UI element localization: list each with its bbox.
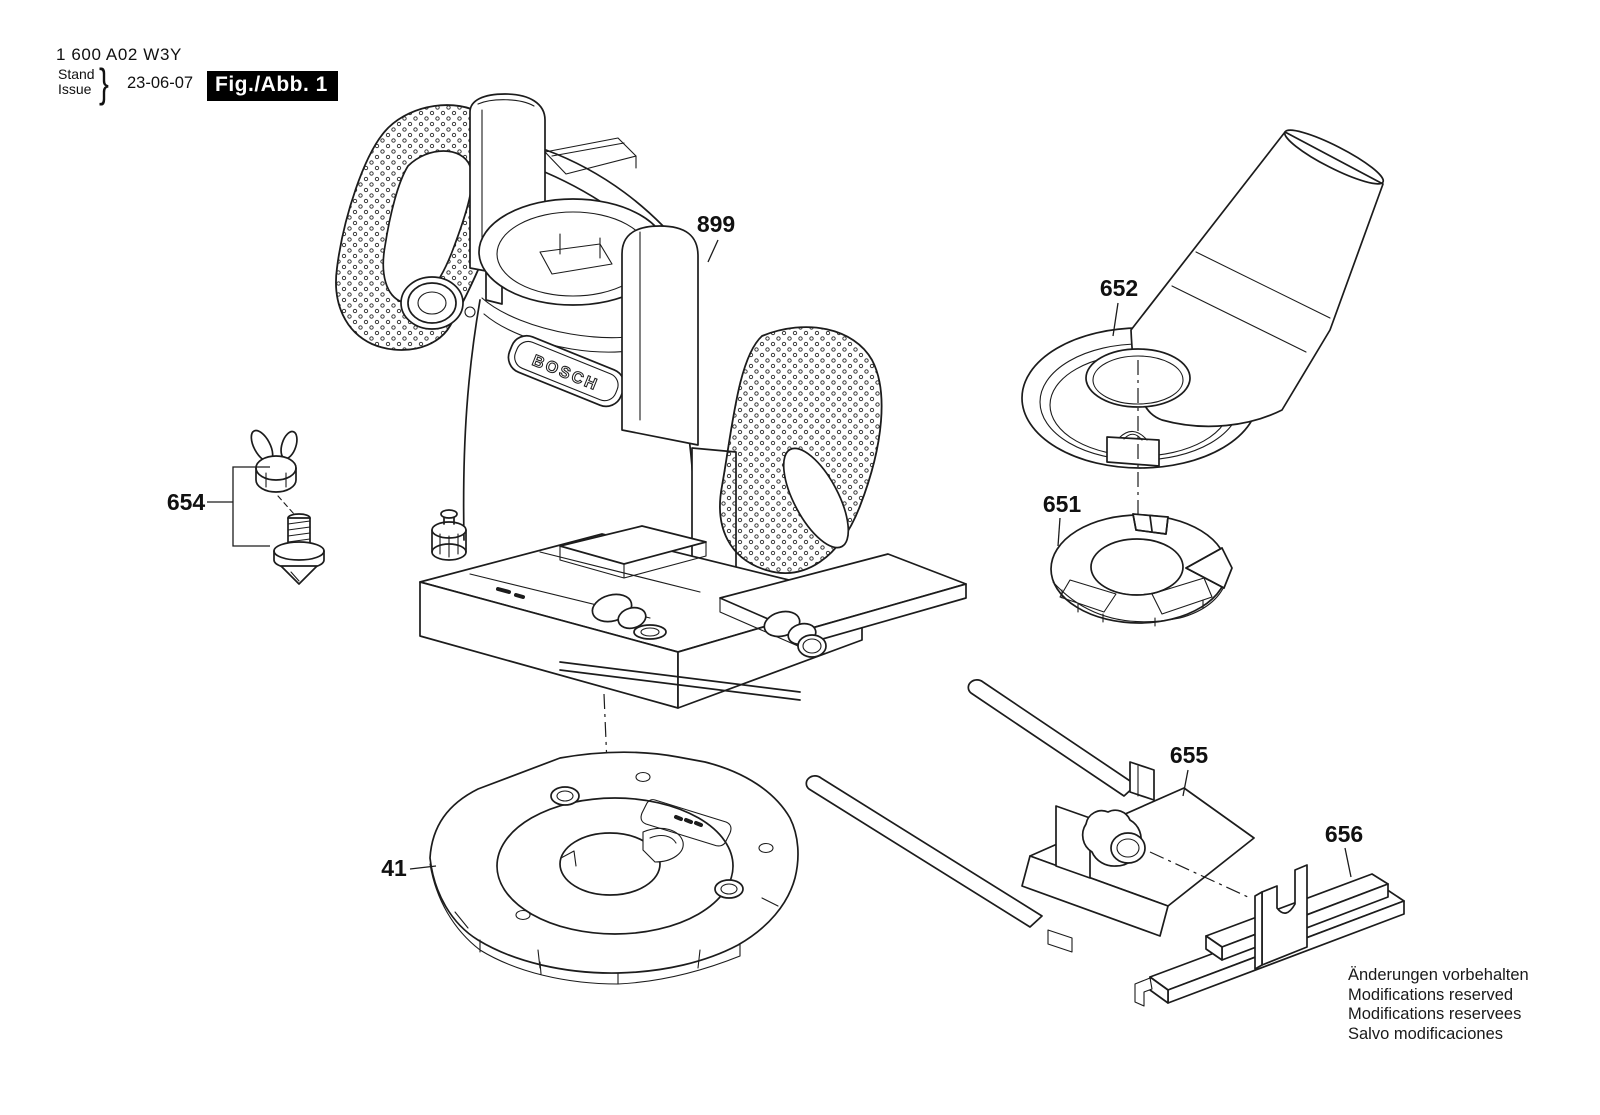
leader-651 xyxy=(1057,517,1061,547)
base-plate-drawing: 41 xyxy=(381,751,799,985)
rail-adapter-drawing: 656 xyxy=(1134,821,1405,1007)
callout-654: 654 xyxy=(167,489,206,515)
wing-nut-screw-drawing: 654 xyxy=(167,429,325,585)
callout-656: 656 xyxy=(1325,821,1363,847)
leader-41 xyxy=(409,865,437,870)
guide-plate-wall xyxy=(1055,805,1091,879)
router-body-drawing: BOSCH xyxy=(335,93,967,859)
adjust-knob xyxy=(400,276,464,330)
clamp-wing-screw-left xyxy=(591,593,667,640)
guide-rod-lower xyxy=(805,775,1043,928)
callout-899: 899 xyxy=(697,211,735,237)
edge-guide-drawing: 655 xyxy=(805,679,1255,953)
hood-opening xyxy=(1085,348,1191,408)
brand-badge: BOSCH xyxy=(507,334,626,408)
screw xyxy=(273,513,325,585)
callout-655: 655 xyxy=(1170,742,1209,768)
right-grip-window xyxy=(782,447,850,549)
issue-label: Issue xyxy=(58,81,92,97)
bracket-654 xyxy=(207,466,270,547)
micro-adjust-knob xyxy=(431,509,467,561)
callout-651: 651 xyxy=(1043,491,1082,517)
notice-line-de: Änderungen vorbehalten xyxy=(1348,966,1529,984)
leader-899 xyxy=(707,239,719,263)
plunge-base xyxy=(419,525,967,709)
callout-652: 652 xyxy=(1100,275,1138,301)
stand-label: Stand xyxy=(58,66,95,82)
leader-656 xyxy=(1344,847,1352,878)
callout-41: 41 xyxy=(381,855,407,881)
right-column xyxy=(621,225,699,446)
notice-line-en: Modifications reserved xyxy=(1348,985,1514,1004)
notice-line-fr: Modifications reservees xyxy=(1348,1005,1522,1023)
leader-655 xyxy=(1182,769,1189,797)
clamp-bracket xyxy=(1129,761,1155,801)
centerline-655-656 xyxy=(1149,851,1249,898)
brace-glyph: } xyxy=(99,60,109,106)
guide-plate-front xyxy=(1021,855,1169,937)
notice-line-es: Salvo modificaciones xyxy=(1348,1024,1503,1043)
rail-upright-plate xyxy=(1261,864,1308,966)
document-part-number: 1 600 A02 W3Y xyxy=(56,45,182,64)
plate-marking xyxy=(674,815,703,827)
figure-label-box: Fig./Abb. 1 xyxy=(207,71,338,101)
issue-date: 23-06-07 xyxy=(127,74,194,92)
hood-tab xyxy=(1106,436,1160,467)
rail-foot xyxy=(1134,977,1153,1007)
dust-hood-drawing: 652 xyxy=(1021,129,1385,612)
base-marking xyxy=(496,587,525,599)
modifications-notice: Änderungen vorbehalten Modifications res… xyxy=(1348,966,1529,1044)
wing-nut-body xyxy=(255,455,297,481)
guide-rod-upper xyxy=(967,679,1137,797)
stand-issue-label: Stand Issue xyxy=(58,67,95,97)
leader-652 xyxy=(1112,302,1119,337)
plate-opening xyxy=(559,832,661,896)
plate-label-slot xyxy=(640,799,732,847)
adapter-ring-drawing: 651 xyxy=(1043,491,1233,627)
clamp-wing-screw-right xyxy=(763,610,827,658)
